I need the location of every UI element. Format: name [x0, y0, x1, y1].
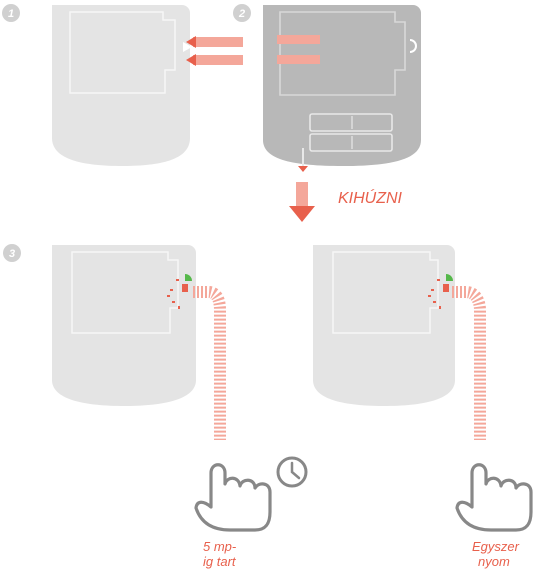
- step-1-badge: 1: [2, 4, 20, 22]
- reset-button: [182, 284, 188, 292]
- press-indicator: [167, 279, 180, 309]
- step-3-number: 3: [9, 248, 15, 260]
- device-3-left: [52, 245, 226, 440]
- hand-pointer-icon: [455, 463, 533, 532]
- pull-tab-icon: [298, 166, 308, 172]
- press-caption-line1: Egyszer: [472, 539, 520, 554]
- hold-caption-line1: 5 mp-: [203, 539, 237, 554]
- led-green: [185, 274, 192, 281]
- step-3-badge: 3: [3, 244, 21, 262]
- press-caption-line2: nyom: [478, 554, 510, 569]
- left-arrow-icon: [186, 36, 243, 66]
- device-3-right: [313, 245, 486, 440]
- led-green: [446, 274, 453, 281]
- step-2-badge: 2: [233, 4, 251, 22]
- reset-button: [443, 284, 449, 292]
- press-indicator: [428, 279, 441, 309]
- clock-icon: [276, 456, 308, 488]
- tab-notch-icon: [183, 42, 192, 52]
- device-2-open: [263, 5, 421, 172]
- battery-icon: [309, 113, 393, 152]
- device-1: [52, 5, 192, 166]
- pull-label: KIHÚZNI: [338, 188, 403, 207]
- hand-pointer-icon: [194, 463, 272, 532]
- hold-caption-line2: ig tart: [203, 554, 237, 569]
- down-arrow-icon: [289, 182, 315, 222]
- step-2-number: 2: [238, 8, 245, 20]
- step-1-number: 1: [8, 8, 14, 20]
